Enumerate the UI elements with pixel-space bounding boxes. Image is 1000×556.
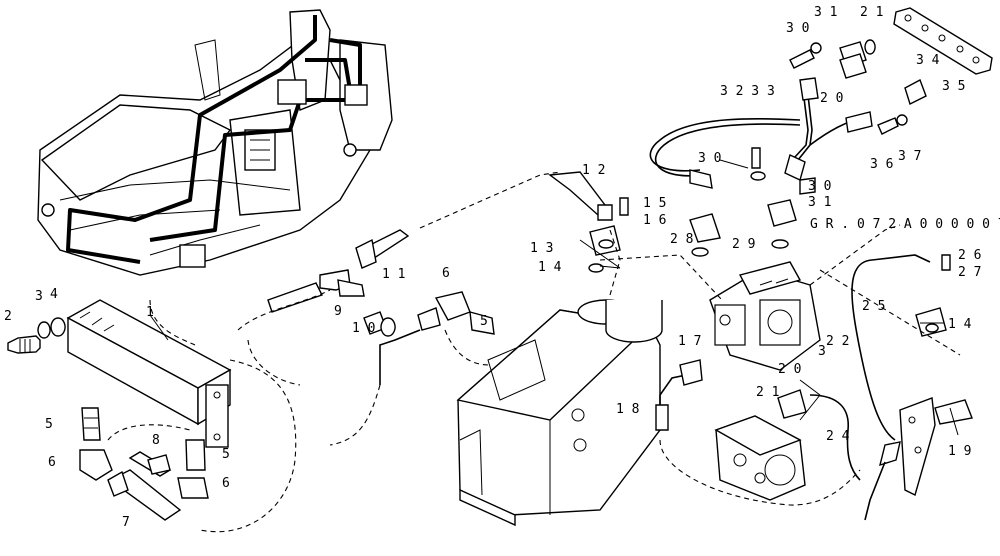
label-31-right: 3 1 [808, 195, 831, 210]
label-30-top: 3 0 [786, 21, 809, 36]
label-14-left: 1 4 [538, 260, 562, 275]
cooler-fittings [79, 407, 209, 521]
center-fittings [267, 229, 495, 385]
label-16: 1 6 [643, 213, 666, 228]
label-20-top: 2 0 [820, 91, 843, 106]
label-6-right: 6 [222, 476, 230, 491]
label-5-center: 5 [480, 314, 488, 329]
label-8: 8 [152, 433, 160, 448]
bolt-and-washers [7, 317, 66, 354]
label-6-center: 6 [442, 266, 450, 281]
label-5-right: 5 [222, 447, 230, 462]
label-26: 2 6 [958, 248, 981, 263]
label-14-right: 1 4 [948, 317, 972, 332]
dashed-connection-lines [107, 171, 961, 533]
tractor-frame-assembly [37, 9, 393, 276]
label-5-left: 5 [45, 417, 53, 432]
label-31-top: 3 1 [814, 5, 837, 20]
label-35: 3 5 [942, 79, 965, 94]
hydraulic-oil-tank [456, 299, 663, 527]
label-30-right: 3 0 [808, 179, 831, 194]
label-2: 2 [4, 309, 12, 324]
label-20-bottom: 2 0 [778, 362, 801, 377]
oil-cooler [66, 299, 232, 448]
valve-hoses [655, 254, 931, 481]
label-6-left: 6 [48, 455, 56, 470]
label-37: 3 7 [898, 149, 921, 164]
hose-clamps [588, 41, 947, 419]
label-9: 9 [334, 304, 342, 319]
label-19: 1 9 [948, 444, 971, 459]
label-11: 1 1 [382, 267, 405, 282]
label-3233: 3 2 3 3 [720, 84, 775, 99]
label-22: 2 2 [826, 334, 849, 349]
label-12: 1 2 [582, 163, 605, 178]
control-valve-block [709, 261, 821, 371]
hydraulic-pump [714, 415, 806, 501]
label-18: 1 8 [616, 402, 639, 417]
label-13: 1 3 [530, 241, 553, 256]
label-23: 3 [818, 344, 826, 359]
label-21-top: 2 1 [860, 5, 883, 20]
label-24: 2 4 [826, 429, 850, 444]
label-3: 3 [35, 289, 43, 304]
reference-code: G R . 0 7 2 A 0 0 0 0 0 7 0 [810, 217, 1000, 232]
top-right-bolts [619, 39, 951, 271]
label-36: 3 6 [870, 157, 893, 172]
label-17: 1 7 [678, 334, 701, 349]
label-29: 2 9 [732, 237, 755, 252]
gasket-plate [893, 7, 993, 75]
label-7: 7 [122, 515, 130, 530]
label-27: 2 7 [958, 265, 981, 280]
label-30-middle: 3 0 [698, 151, 721, 166]
callout-labels: 1 2 3 4 5 5 5 6 6 6 7 8 9 1 0 1 1 1 2 1 … [4, 5, 1000, 530]
pedal-bracket [864, 397, 973, 521]
label-28: 2 8 [670, 232, 693, 247]
label-25: 2 5 [862, 299, 885, 314]
hoses-assembly [548, 77, 873, 221]
leader-lines [579, 159, 959, 436]
label-10: 1 0 [352, 321, 375, 336]
label-4: 4 [50, 287, 58, 302]
label-1: 1 [146, 305, 154, 320]
label-15: 1 5 [643, 196, 666, 211]
label-34: 3 4 [916, 53, 940, 68]
label-21-bottom: 2 1 [756, 385, 779, 400]
